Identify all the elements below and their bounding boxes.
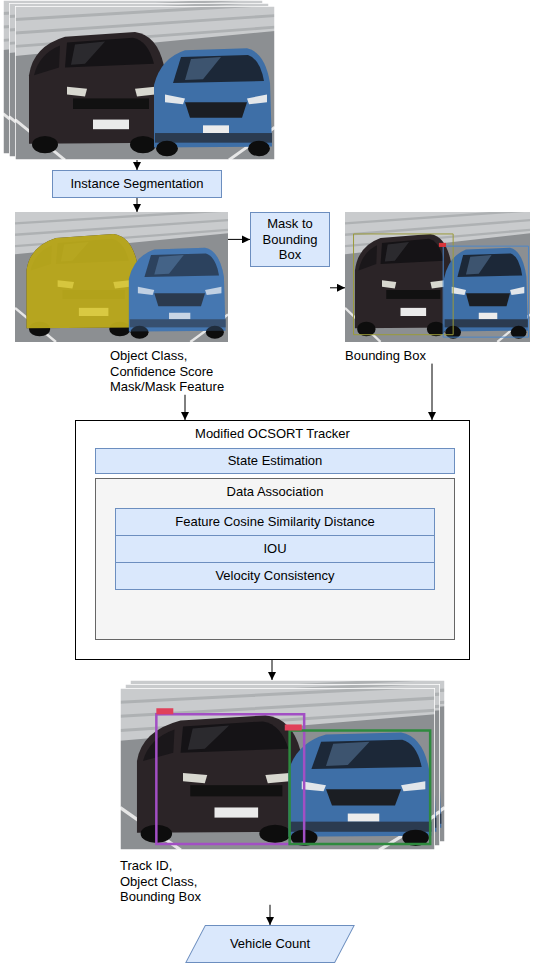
segmented-image (15, 210, 228, 342)
group-box: Modified OCSORT TrackerState EstimationD… (75, 420, 470, 660)
flow-arrow (137, 198, 138, 212)
illustration-part (120, 686, 435, 850)
box-label: Mask to Bounding Box (257, 216, 323, 263)
illustration-part (285, 724, 302, 730)
illustration-part (156, 714, 304, 844)
input-frames (3, 0, 275, 160)
box-label: State Estimation (228, 453, 323, 469)
illustration-part (345, 210, 530, 342)
flow-arrow (272, 660, 273, 680)
image-node: Bounding Box (345, 212, 530, 364)
flow-arrow (270, 905, 271, 925)
illustration-part (15, 4, 275, 160)
image-node: Object Class, Confidence Score Mask/Mask… (15, 212, 228, 395)
process-box: Instance Segmentation (52, 170, 222, 198)
illustration-part (120, 688, 435, 850)
image-caption: Track ID, Object Class, Bounding Box (120, 858, 205, 905)
group-title: Modified OCSORT Tracker (82, 426, 463, 442)
process-band: State Estimation (95, 448, 455, 474)
illustration-part (26, 234, 138, 336)
illustration-part (439, 243, 446, 247)
illustration-part (290, 731, 431, 844)
process-box: IOU (115, 535, 435, 563)
image-caption: Bounding Box (345, 348, 530, 364)
illustration-part (26, 234, 138, 328)
illustration-part (354, 234, 454, 335)
group-box: Data AssociationFeature Cosine Similarit… (95, 478, 455, 640)
illustration-part (15, 6, 275, 160)
flow-arrow (185, 395, 186, 420)
box-label: Feature Cosine Similarity Distance (175, 514, 374, 530)
image-caption: Object Class, Confidence Score Mask/Mask… (110, 348, 228, 395)
box-label: Vehicle Count (230, 936, 310, 952)
process-box: Feature Cosine Similarity Distance (115, 508, 435, 536)
process-box: Mask to Bounding Box (250, 212, 330, 267)
box-label: Velocity Consistency (215, 568, 334, 584)
illustration-part (15, 210, 228, 342)
flow-arrow (330, 287, 345, 288)
illustration-part (120, 686, 435, 850)
box-label: Instance Segmentation (71, 176, 204, 192)
illustration-part (443, 246, 528, 337)
process-box: Velocity Consistency (115, 562, 435, 590)
box-label: IOU (263, 541, 286, 557)
group-title: Data Association (102, 484, 448, 500)
output-frames (120, 678, 445, 850)
illustration-part (129, 248, 226, 332)
illustration-part (129, 248, 226, 339)
io-parallelogram: Vehicle Count (185, 925, 355, 963)
illustration-part (156, 708, 173, 714)
bounding-box-image (345, 210, 530, 342)
illustration-part (15, 4, 275, 160)
image-node: Track ID, Object Class, Bounding Box (120, 680, 445, 905)
flow-arrow (228, 239, 250, 240)
flow-arrow (137, 160, 138, 170)
flow-arrow (432, 364, 433, 420)
